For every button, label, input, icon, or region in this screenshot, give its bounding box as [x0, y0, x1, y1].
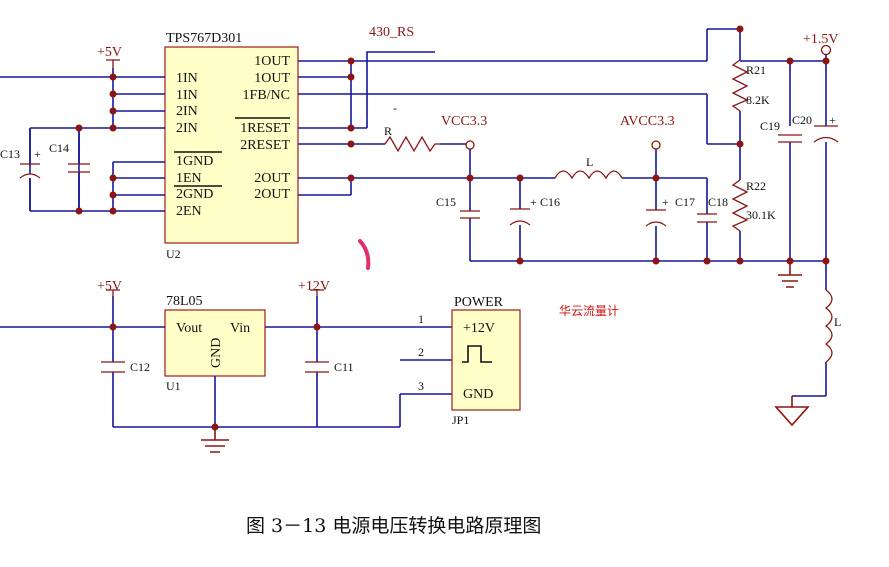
c19-label: C19	[760, 119, 780, 133]
u2-right-wires	[298, 51, 740, 261]
c15-label: C15	[436, 195, 456, 209]
plus15v-label: +1.5V	[803, 32, 839, 47]
plus5v-top-label: +5V	[97, 45, 122, 60]
c20-label: C20	[792, 113, 812, 127]
u2-pin-2in-a: 2IN	[176, 104, 198, 119]
c11-label: C11	[334, 360, 354, 374]
u1-part: 78L05	[166, 294, 203, 309]
net-430-rs: 430_RS	[369, 25, 414, 40]
u2-pin-1fb: 1FB/NC	[243, 88, 290, 103]
plus12v-label: +12V	[298, 279, 330, 294]
u1-pin-gnd: GND	[209, 338, 224, 368]
u2-pin-2gnd: 2GND	[176, 187, 213, 202]
u2-ref: U2	[166, 247, 181, 261]
u2-pin-1in-b: 1IN	[176, 88, 198, 103]
r-resistor	[384, 135, 440, 153]
l-inductor-bottom	[824, 289, 833, 363]
r21-resistor	[731, 59, 749, 112]
u1-chip	[164, 309, 266, 377]
jp1-pin-num-2: 2	[418, 345, 424, 359]
jp1-pin-num-3: 3	[418, 379, 424, 393]
watermark-text: 华云流量计	[559, 304, 619, 318]
avcc33-label: AVCC3.3	[620, 114, 675, 129]
c16-capacitor	[509, 208, 531, 226]
vcc33-label: VCC3.3	[441, 114, 487, 129]
u2-pin-1out-b: 1OUT	[254, 71, 290, 86]
c13-capacitor	[19, 128, 41, 211]
u1-ref: U1	[166, 379, 181, 393]
c19-capacitor	[778, 134, 802, 143]
r22-resistor	[731, 179, 749, 232]
c15-capacitor	[460, 210, 480, 227]
c16-plus: +	[530, 195, 537, 209]
u1-pin-vout: Vout	[176, 321, 202, 336]
c18-capacitor	[697, 213, 717, 223]
r-label: R	[384, 124, 392, 138]
c14-capacitor	[68, 128, 90, 211]
u2-pin-1reset: 1RESET	[240, 121, 290, 136]
ground-symbol-u1	[201, 427, 229, 453]
pulse-icon	[462, 345, 492, 363]
c14-label: C14	[49, 141, 69, 155]
c12-label: C12	[130, 360, 150, 374]
net-dash: -	[393, 101, 397, 115]
u2-pin-2out-b: 2OUT	[254, 187, 290, 202]
figure-caption: 图 3－13 电源电压转换电路原理图	[246, 515, 541, 537]
c17-plus: +	[662, 195, 669, 209]
u2-pin-1in-a: 1IN	[176, 71, 198, 86]
c20-plus: +	[829, 113, 836, 127]
u2-left-wires	[0, 68, 165, 212]
l-bottom-label: L	[834, 315, 841, 329]
l-top-label: L	[586, 155, 593, 169]
ground-symbol-c19	[778, 261, 802, 288]
c13-plus: +	[34, 147, 41, 161]
r22-label: R22	[746, 179, 766, 193]
u2-chip	[164, 46, 299, 244]
jp1-pin-num-1: 1	[418, 312, 424, 326]
plus5v-bottom-label: +5V	[97, 279, 122, 294]
pen-mark	[358, 239, 371, 270]
c13-label: C13	[0, 147, 20, 161]
u2-pin-2reset: 2RESET	[240, 138, 290, 153]
u1-pin-vin: Vin	[230, 321, 250, 336]
u2-pin-2en: 2EN	[176, 204, 202, 219]
c17-label: C17	[675, 195, 695, 209]
u2-pin-1out-a: 1OUT	[254, 54, 290, 69]
ground-symbol-triangle	[774, 396, 810, 427]
r22-value: 30.1K	[746, 208, 776, 222]
u2-part: TPS767D301	[166, 31, 242, 46]
power-stubs-bottom	[106, 289, 324, 296]
c12-capacitor	[101, 361, 125, 373]
jp1-pin-12v: +12V	[463, 321, 495, 336]
junction-dots	[75, 25, 830, 265]
c17-capacitor	[645, 209, 667, 227]
r21-value: 8.2K	[746, 93, 770, 107]
c20-capacitor	[813, 125, 839, 143]
r21-label: R21	[746, 63, 766, 77]
l-inductor-top	[554, 170, 623, 180]
active-low-overbars	[174, 117, 290, 187]
u2-pin-2out-a: 2OUT	[254, 171, 290, 186]
jp1-title: POWER	[454, 295, 504, 310]
u2-pin-1gnd: 1GND	[176, 154, 213, 169]
plus5v-top-symbol	[106, 59, 120, 68]
c16-label: C16	[540, 195, 560, 209]
u2-pin-2in-b: 2IN	[176, 121, 198, 136]
jp1-connector	[451, 309, 521, 411]
c11-capacitor	[305, 361, 329, 373]
feedback-wires	[706, 28, 827, 396]
c18-label: C18	[708, 195, 728, 209]
avcc33-terminal	[651, 140, 661, 150]
jp1-pin-gnd: GND	[463, 387, 493, 402]
u2-pin-1en: 1EN	[176, 171, 202, 186]
jp1-ref: JP1	[452, 413, 469, 427]
vcc33-terminal	[465, 140, 475, 150]
